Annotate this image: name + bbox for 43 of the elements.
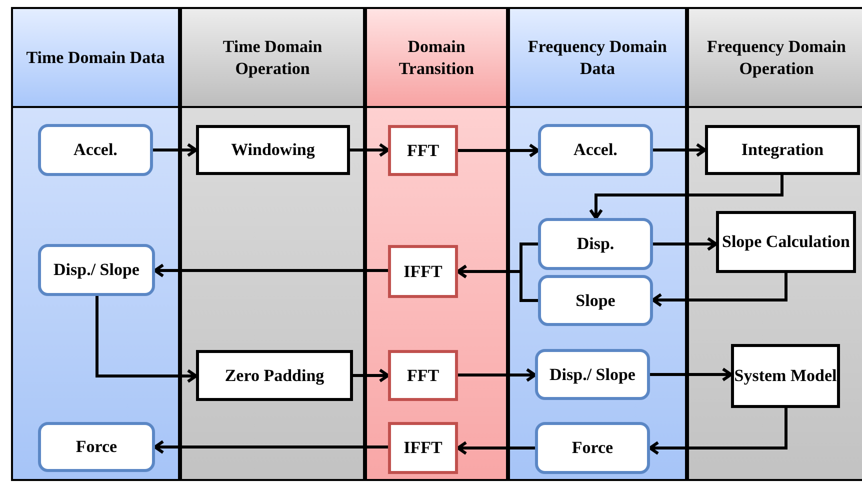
lane-heading: Time Domain Data — [13, 9, 178, 108]
arrow — [648, 408, 788, 455]
lane-heading: Domain Transition — [367, 9, 506, 108]
arrow — [589, 175, 784, 220]
transform-box: IFFT — [388, 422, 458, 474]
arrow — [153, 143, 198, 157]
arrow — [652, 273, 788, 307]
lane-heading: Frequency Domain Operation — [689, 9, 862, 108]
swimlane — [11, 7, 180, 481]
arrow — [650, 368, 732, 382]
process-box: Zero Padding — [196, 350, 353, 401]
data-box: Force — [535, 422, 650, 474]
swimlane — [687, 7, 862, 481]
arrow — [653, 143, 706, 157]
process-box: Integration — [705, 125, 860, 175]
data-box: Slope — [538, 275, 653, 326]
data-box: Disp./ Slope — [38, 244, 155, 296]
transform-box: FFT — [388, 125, 458, 176]
arrow — [350, 143, 390, 157]
lane-heading: Frequency Domain Data — [510, 9, 685, 108]
data-box: Accel. — [538, 124, 653, 176]
process-box: Windowing — [196, 125, 350, 175]
lane-heading: Time Domain Operation — [182, 9, 363, 108]
arrow — [96, 296, 198, 383]
data-box: Disp./ Slope — [535, 349, 650, 400]
arrow — [456, 264, 538, 302]
swimlane — [508, 7, 687, 481]
data-box: Accel. — [38, 124, 153, 176]
swimlane — [180, 7, 365, 481]
process-box: System Model — [731, 344, 840, 408]
arrow — [653, 237, 718, 251]
transform-box: IFFT — [388, 245, 458, 298]
swimlane — [365, 7, 508, 481]
arrow — [456, 441, 535, 455]
arrow — [458, 144, 540, 158]
data-box: Disp. — [538, 218, 653, 270]
process-box: Slope Calculation — [716, 211, 856, 273]
data-box: Force — [38, 422, 155, 472]
arrow — [353, 368, 390, 382]
arrow — [458, 368, 536, 382]
arrow — [154, 264, 388, 278]
transform-box: FFT — [388, 350, 458, 401]
arrow — [154, 440, 388, 454]
